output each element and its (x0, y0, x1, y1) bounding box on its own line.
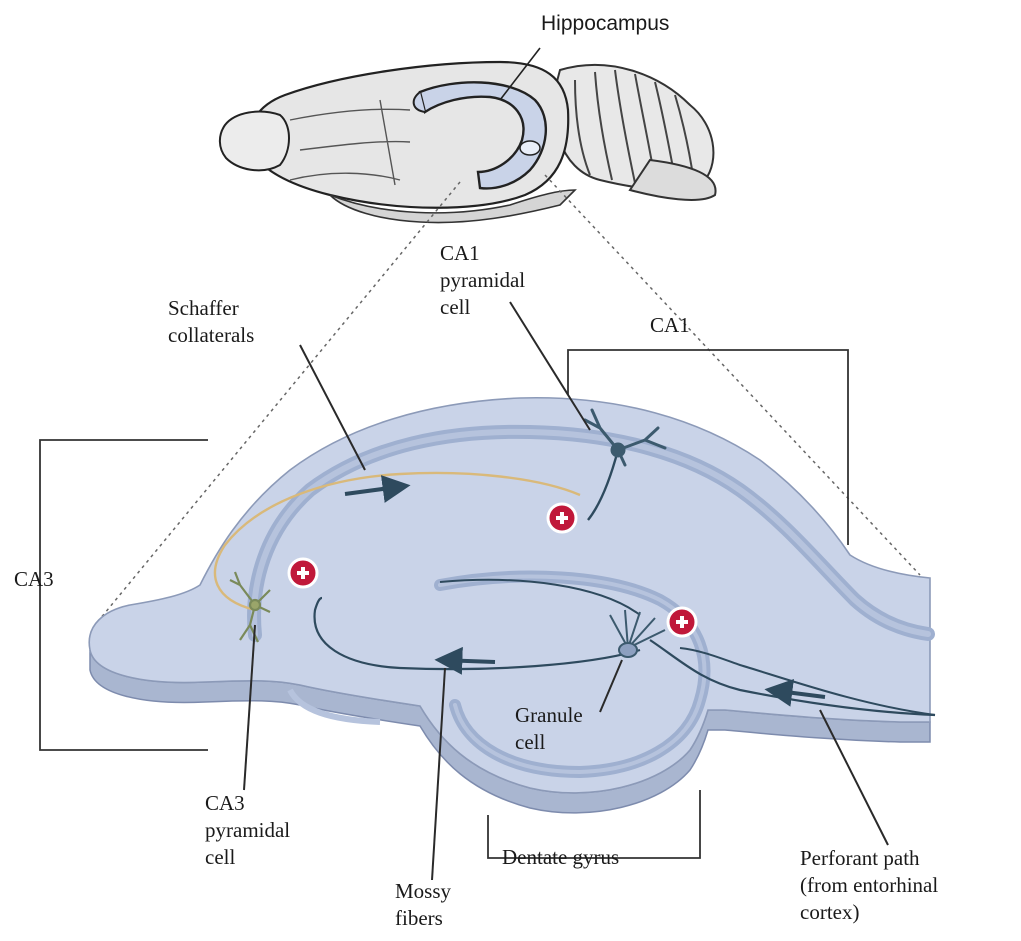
ca1-region-label: CA1 (650, 312, 690, 339)
granule-cell-label: Granule cell (515, 702, 583, 756)
dentate-gyrus-label: Dentate gyrus (502, 844, 619, 871)
hippocampus-label: Hippocampus (541, 10, 669, 37)
perforant-path-label: Perforant path (from entorhinal cortex) (800, 845, 938, 926)
schaffer-collaterals-label: Schaffer collaterals (168, 295, 254, 349)
hippocampal-slice (89, 398, 930, 813)
ca3-pyramidal-cell-label: CA3 pyramidal cell (205, 790, 290, 871)
mossy-fibers-label: Mossy fibers (395, 878, 451, 932)
ca3-region-label: CA3 (14, 566, 54, 593)
synapse-marker-ca1 (548, 504, 576, 532)
synapse-marker-ca3 (289, 559, 317, 587)
rat-brain-illustration (220, 48, 716, 223)
synapse-marker-dentate (668, 608, 696, 636)
ca1-pyramidal-cell-label: CA1 pyramidal cell (440, 240, 525, 321)
